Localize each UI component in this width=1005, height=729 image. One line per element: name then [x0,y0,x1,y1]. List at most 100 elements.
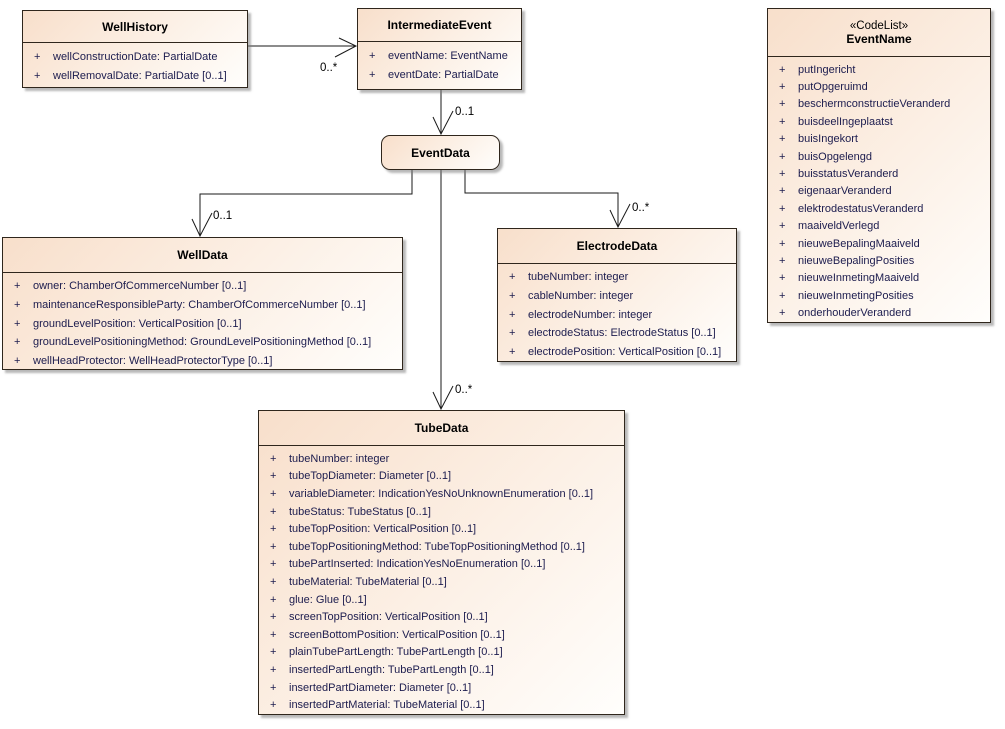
visibility-symbol: + [509,271,516,284]
attribute-text: electrodeNumber: integer [528,308,653,321]
class-name: WellHistory [102,19,168,34]
attribute-text: tubeTopPositioningMethod: TubeTopPositio… [289,540,585,553]
class-tubedata: TubeData +tubeNumber: integer+tubeTopDia… [258,410,625,715]
visibility-symbol: + [369,49,376,62]
attribute-row: + maintenanceResponsibleParty: ChamberOfC… [3,296,402,315]
attribute-text: tubePartInserted: IndicationYesNoEnumera… [289,558,546,571]
attribute-text: tubeTopDiameter: Diameter [0..1] [289,470,452,483]
visibility-symbol: + [779,272,786,285]
visibility-symbol: + [14,317,21,330]
attribute-row: +insertedPartDiameter: Diameter [0..1] [259,679,624,697]
attribute-row: + eventDate: PartialDate [358,66,521,86]
attribute-text: nieuweInmetingPosities [798,289,914,302]
attribute-row: + electrodePosition: VerticalPosition [0.… [498,343,736,362]
attribute-row: + tubeTopPositioningMethod: TubeTopPositi… [259,538,624,556]
attribute-compartment: + tubeNumber: integer +cableNumber: intege… [498,264,736,361]
visibility-symbol: + [34,50,41,63]
attribute-row: +tubeMaterial: TubeMaterial [0..1] [259,573,624,591]
visibility-symbol: + [270,646,277,659]
class-title: «CodeList» EventName [768,9,990,57]
visibility-symbol: + [369,69,376,82]
class-name: WellData [177,248,228,262]
attribute-text: buisOpgelengd [798,150,873,163]
attribute-row: +buisstatusVeranderd [768,165,990,182]
attribute-text: tubeTopPosition: VerticalPosition [0..1] [289,523,477,536]
attribute-row: +insertedPartLength: TubePartLength [0..… [259,661,624,679]
arrowhead-eventdata [432,110,454,136]
visibility-symbol: + [270,523,277,536]
attribute-row: +cableNumber: integer [498,287,736,306]
attribute-row: +tubeNumber: integer [259,450,624,468]
visibility-symbol: + [779,133,786,146]
attribute-row: + wellHeadProtector: WellHeadProtectorTyp… [3,352,402,371]
attribute-row: + tubeNumber: integer [498,268,736,287]
class-title: WellHistory [23,11,247,43]
attribute-row: +variableDiameter: IndicationYesNoUnknow… [259,485,624,503]
stereotype-label: «CodeList» [849,19,909,32]
attribute-text: putOpgeruimd [798,81,868,94]
visibility-symbol: + [270,505,277,518]
attribute-compartment: +wellConstructionDate: PartialDate+wellR… [23,43,247,86]
visibility-symbol: + [14,336,21,349]
visibility-symbol: + [779,289,786,302]
visibility-symbol: + [14,299,21,312]
attribute-row: + elektrodestatusVeranderd [768,200,990,217]
class-eventname: «CodeList» EventName +putIngericht + putOp… [767,8,991,323]
connector-eventdata-welldata [199,170,413,236]
attribute-text: glue: Glue [0..1] [289,593,367,606]
visibility-symbol: + [509,327,516,340]
attribute-text: beschermconstructieVeranderd [798,98,951,111]
class-name: ElectrodeData [576,239,658,253]
attribute-row: + nieuweBepalingPosities [768,252,990,269]
attribute-text: eventDate: PartialDate [388,69,499,82]
attribute-text: maintenanceResponsibleParty: ChamberOfCo… [33,299,366,312]
attribute-text: wellConstructionDate: PartialDate [53,50,218,63]
attribute-text: owner: ChamberOfCommerceNumber [0..1] [33,280,247,293]
attribute-text: maaiveldVerlegd [798,220,880,233]
class-title: EventData [382,136,499,169]
attribute-row: +eventName: EventName [358,46,521,66]
attribute-row: +electrodeNumber: integer [498,305,736,324]
attribute-text: elektrodestatusVeranderd [798,202,924,215]
arrowhead-tubedata [432,385,454,411]
class-welldata: WellData +owner: ChamberOfCommerceNumber… [2,237,403,370]
attribute-row: + tubeTopDiameter: Diameter [0..1] [259,468,624,486]
attribute-text: wellHeadProtector: WellHeadProtectorType… [33,355,273,368]
visibility-symbol: + [270,487,277,500]
attribute-row: +tubePartInserted: IndicationYesNoEnumer… [259,556,624,574]
class-name: IntermediateEvent [387,18,492,32]
visibility-symbol: + [779,98,786,111]
attribute-row: +putIngericht [768,61,990,78]
attribute-row: + nieuweInmetingMaaiveld [768,270,990,287]
multiplicity-label: 0..1 [213,210,233,222]
attribute-text: nieuweInmetingMaaiveld [798,272,920,285]
visibility-symbol: + [270,611,277,624]
visibility-symbol: + [509,346,516,359]
attribute-text: tubeNumber: integer [528,271,629,284]
visibility-symbol: + [270,470,277,483]
visibility-symbol: + [509,290,516,303]
attribute-compartment: +owner: ChamberOfCommerceNumber [0..1]+m… [3,273,402,370]
attribute-row: +owner: ChamberOfCommerceNumber [0..1] [3,277,402,296]
class-intermediateevent: IntermediateEvent +eventName: EventName+… [357,8,522,90]
class-name: EventName [846,31,912,46]
attribute-compartment: +eventName: EventName+eventDate: Partial… [358,42,521,85]
attribute-row: +screenTopPosition: VerticalPosition [0.… [259,608,624,626]
attribute-row: +buisIngekort [768,131,990,148]
attribute-row: +onderhouderVeranderd [768,304,990,321]
visibility-symbol: + [779,81,786,94]
visibility-symbol: + [14,355,21,368]
visibility-symbol: + [779,202,786,215]
arrowhead-intermediateevent [334,37,358,58]
class-wellhistory: WellHistory + wellConstructionDate: Parti… [22,10,248,88]
visibility-symbol: + [270,699,277,712]
attribute-text: tubeNumber: integer [289,452,390,465]
attribute-row: +glue: Glue [0..1] [259,591,624,609]
attribute-row: +screenBottomPosition: VerticalPosition … [259,626,624,644]
attribute-text: electrodePosition: VerticalPosition [0..… [528,346,722,359]
attribute-text: groundLevelPositioningMethod: GroundLeve… [33,336,372,349]
attribute-row: + tubeTopPosition: VerticalPosition [0..1… [259,520,624,538]
visibility-symbol: + [779,254,786,267]
attribute-text: nieuweBepalingPosities [798,254,915,267]
visibility-symbol: + [270,540,277,553]
